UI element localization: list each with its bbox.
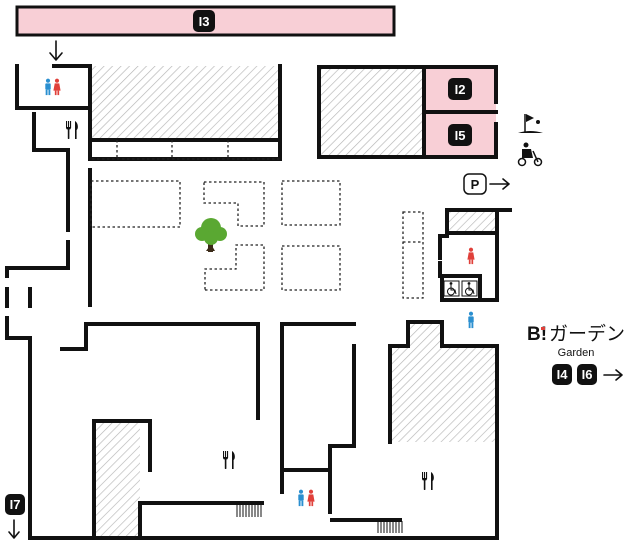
restroom-icon xyxy=(45,78,61,96)
building-block-east-small xyxy=(447,210,497,232)
label-i3: I3 xyxy=(193,10,215,32)
restaurant-icon xyxy=(223,451,235,469)
stairs-icon xyxy=(236,504,262,518)
walls xyxy=(5,64,512,540)
svg-text:I5: I5 xyxy=(455,128,466,143)
building-block-east xyxy=(390,322,497,442)
svg-text:I6: I6 xyxy=(582,367,593,382)
stairs-icon xyxy=(377,520,403,534)
svg-text:Garden: Garden xyxy=(558,347,595,359)
svg-text:P: P xyxy=(471,177,480,192)
restroom-female-icon xyxy=(467,247,475,265)
svg-text:I7: I7 xyxy=(10,497,21,512)
svg-text:I3: I3 xyxy=(199,14,210,29)
golf-icon xyxy=(518,114,543,133)
parking-icon[interactable]: P xyxy=(463,173,487,195)
garden-arrow-icon xyxy=(603,369,623,381)
parking-arrow-icon xyxy=(489,178,510,190)
scooter-icon xyxy=(517,142,543,167)
label-i5: I5 xyxy=(448,124,472,146)
plaza-outlines xyxy=(90,140,424,299)
svg-text:I4: I4 xyxy=(557,367,569,382)
entrance-arrow-icon xyxy=(49,40,63,61)
exit-arrow-icon xyxy=(8,519,20,539)
label-i7: I7 xyxy=(5,494,25,515)
label-i6: I6 xyxy=(577,364,597,385)
label-i2: I2 xyxy=(448,78,472,100)
restaurant-icon xyxy=(66,121,78,139)
restroom-icon xyxy=(298,489,315,507)
garden-sign[interactable]: B! ガーデン Garden xyxy=(527,323,625,359)
building-block-southwest xyxy=(94,421,140,539)
wheelchair-icon xyxy=(443,280,478,297)
svg-text:ガーデン: ガーデン xyxy=(549,323,625,345)
label-i4: I4 xyxy=(552,364,572,385)
svg-text:I2: I2 xyxy=(455,82,466,97)
tree-icon xyxy=(195,218,227,252)
building-block-northeast xyxy=(319,67,424,157)
restroom-male-icon xyxy=(468,311,474,329)
restaurant-icon xyxy=(422,472,434,490)
building-block-north xyxy=(92,66,280,140)
